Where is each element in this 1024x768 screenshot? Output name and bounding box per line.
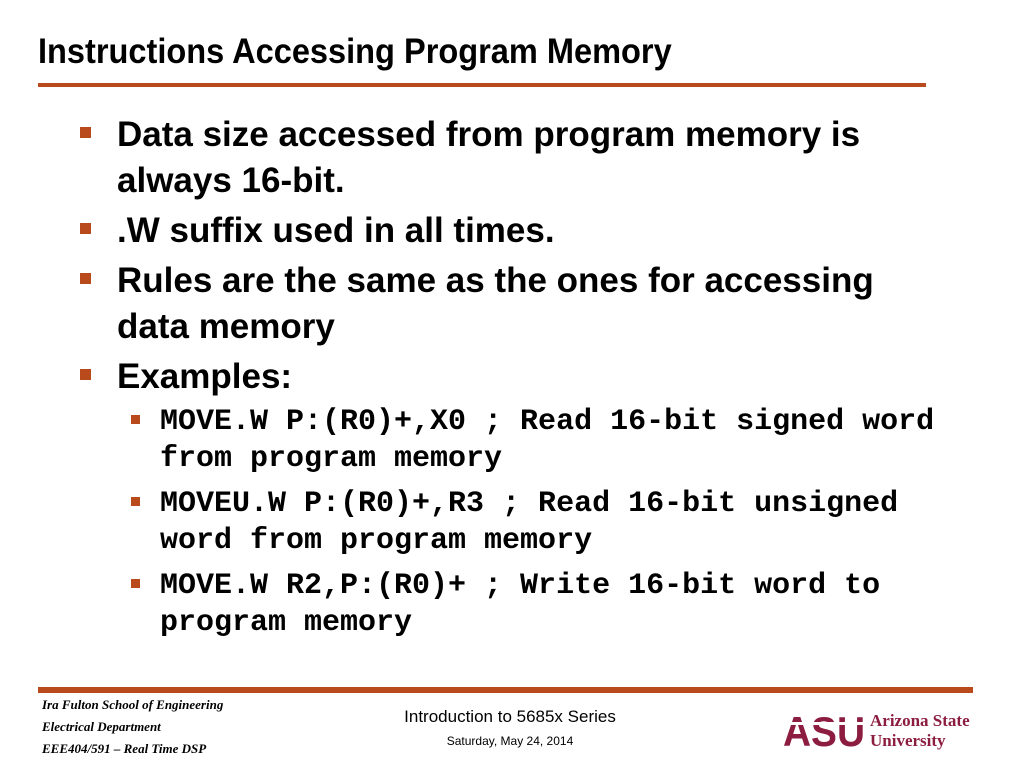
footer-affiliation: Ira Fulton School of Engineering Electri… bbox=[42, 694, 223, 760]
square-bullet-icon bbox=[80, 273, 91, 284]
logo-name-line1: Arizona State bbox=[870, 711, 970, 730]
example-item: MOVEU.W P:(R0)+,R3 ; Read 16-bit unsigne… bbox=[0, 486, 960, 560]
bullet-item: .W suffix used in all times. bbox=[0, 208, 937, 254]
bullet-item: Examples: bbox=[0, 354, 937, 400]
square-bullet-icon bbox=[131, 415, 140, 424]
footer-center: Introduction to 5685x Series Saturday, M… bbox=[290, 706, 730, 750]
footer-course: EEE404/591 – Real Time DSP bbox=[42, 741, 207, 756]
square-bullet-icon bbox=[131, 497, 140, 506]
bullet-list: Data size accessed from program memory i… bbox=[0, 112, 1024, 650]
footer-date: Saturday, May 24, 2014 bbox=[446, 734, 574, 748]
example-code: MOVE.W P:(R0)+,X0 ; Read 16-bit signed w… bbox=[160, 405, 935, 476]
example-code: MOVEU.W P:(R0)+,R3 ; Read 16-bit unsigne… bbox=[160, 487, 899, 558]
footer-title: Introduction to 5685x Series bbox=[404, 707, 616, 726]
bullet-text: Examples: bbox=[117, 357, 293, 396]
example-code: MOVE.W R2,P:(R0)+ ; Write 16-bit word to… bbox=[160, 569, 881, 640]
bullet-text: Data size accessed from program memory i… bbox=[117, 115, 861, 200]
square-bullet-icon bbox=[80, 369, 91, 380]
example-item: MOVE.W R2,P:(R0)+ ; Write 16-bit word to… bbox=[0, 568, 960, 642]
asu-logo: ASU Arizona State University bbox=[783, 709, 970, 751]
square-bullet-icon bbox=[80, 127, 91, 138]
title-divider bbox=[38, 83, 926, 87]
footer-department: Electrical Department bbox=[42, 719, 161, 734]
bullet-text: Rules are the same as the ones for acces… bbox=[117, 261, 874, 346]
logo-mark-text: ASU bbox=[783, 709, 865, 751]
square-bullet-icon bbox=[80, 223, 91, 234]
footer-divider bbox=[38, 687, 973, 693]
example-item: MOVE.W P:(R0)+,X0 ; Read 16-bit signed w… bbox=[0, 404, 960, 478]
bullet-item: Rules are the same as the ones for acces… bbox=[0, 258, 937, 350]
square-bullet-icon bbox=[131, 579, 140, 588]
logo-name-line2: University bbox=[870, 731, 946, 750]
footer-school: Ira Fulton School of Engineering bbox=[42, 697, 224, 712]
bullet-item: Data size accessed from program memory i… bbox=[0, 112, 937, 204]
bullet-text: .W suffix used in all times. bbox=[117, 211, 555, 250]
slide-title: Instructions Accessing Program Memory bbox=[38, 32, 672, 71]
logo-stripe bbox=[783, 722, 865, 725]
